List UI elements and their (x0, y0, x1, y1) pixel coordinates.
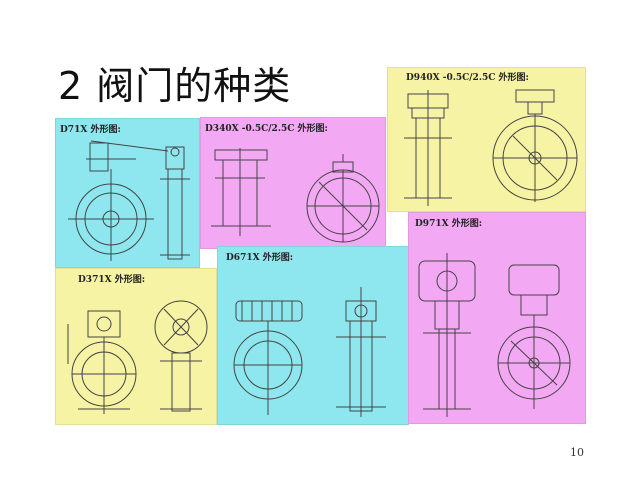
caption-d340x: D340X -0.5C/2.5C 外形图: (205, 124, 328, 134)
panel-d671x: D671X 外形图: (217, 246, 409, 425)
panel-d340x: D340X -0.5C/2.5C 外形图: (200, 117, 386, 249)
page-number: 10 (570, 446, 584, 459)
caption-d671x: D671X 外形图: (226, 253, 294, 263)
panel-d371x: D371X 外形图: (55, 268, 217, 425)
slide-title: 2 阀门的种类 (58, 64, 292, 108)
panel-d971x: D971X 外形图: (408, 212, 586, 424)
caption-d971x: D971X 外形图: (415, 219, 483, 229)
d940x-valve-drawing (404, 89, 578, 206)
caption-d940x: D940X -0.5C/2.5C 外形图: (406, 73, 529, 83)
caption-d371x: D371X 外形图: (78, 275, 146, 285)
d340x-valve-drawing (211, 148, 380, 243)
d671x-valve-drawing (233, 287, 386, 417)
d371x-valve-drawing (67, 300, 208, 414)
panel-d71x: D71X 外形图: (55, 118, 200, 268)
d71x-valve-drawing (68, 140, 190, 261)
panel-d940x: D940X -0.5C/2.5C 外形图: (387, 67, 586, 212)
d971x-valve-drawing (418, 253, 571, 417)
caption-d71x: D71X 外形图: (60, 125, 121, 135)
